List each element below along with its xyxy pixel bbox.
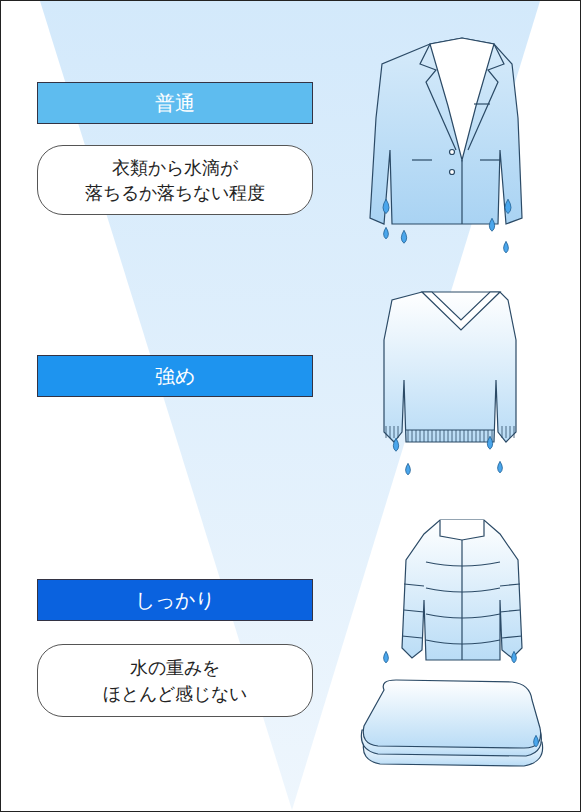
folded-towel xyxy=(361,680,542,766)
water-drop xyxy=(534,735,539,747)
water-drop xyxy=(504,241,509,253)
level-bar: 強め xyxy=(37,355,313,397)
jacket xyxy=(370,38,522,224)
water-drop xyxy=(384,651,389,663)
description-box: 水の重みを ほとんど感じない xyxy=(37,644,313,717)
water-drop xyxy=(489,218,494,231)
description-box: 衣類から水滴が 落ちるか落ちない程度 xyxy=(37,145,313,215)
water-drops xyxy=(383,199,538,747)
water-drop xyxy=(487,436,492,449)
water-drop xyxy=(384,227,389,239)
description-text: 水の重みを ほとんど感じない xyxy=(78,655,272,705)
water-drop xyxy=(401,230,406,243)
level-label: しっかり xyxy=(135,587,215,614)
water-drop xyxy=(505,199,511,213)
water-drop xyxy=(498,461,503,473)
description-text: 衣類から水滴が 落ちるか落ちない程度 xyxy=(78,155,272,205)
level-bar: 普通 xyxy=(37,82,313,124)
water-drop xyxy=(512,651,517,663)
sweater xyxy=(384,292,516,442)
water-drop xyxy=(383,199,389,213)
water-drop xyxy=(393,438,398,451)
level-bar: しっかり xyxy=(37,579,313,621)
level-label: 普通 xyxy=(155,90,195,117)
level-label: 強め xyxy=(155,363,195,390)
down-jacket xyxy=(402,520,522,660)
water-drop xyxy=(406,463,411,475)
